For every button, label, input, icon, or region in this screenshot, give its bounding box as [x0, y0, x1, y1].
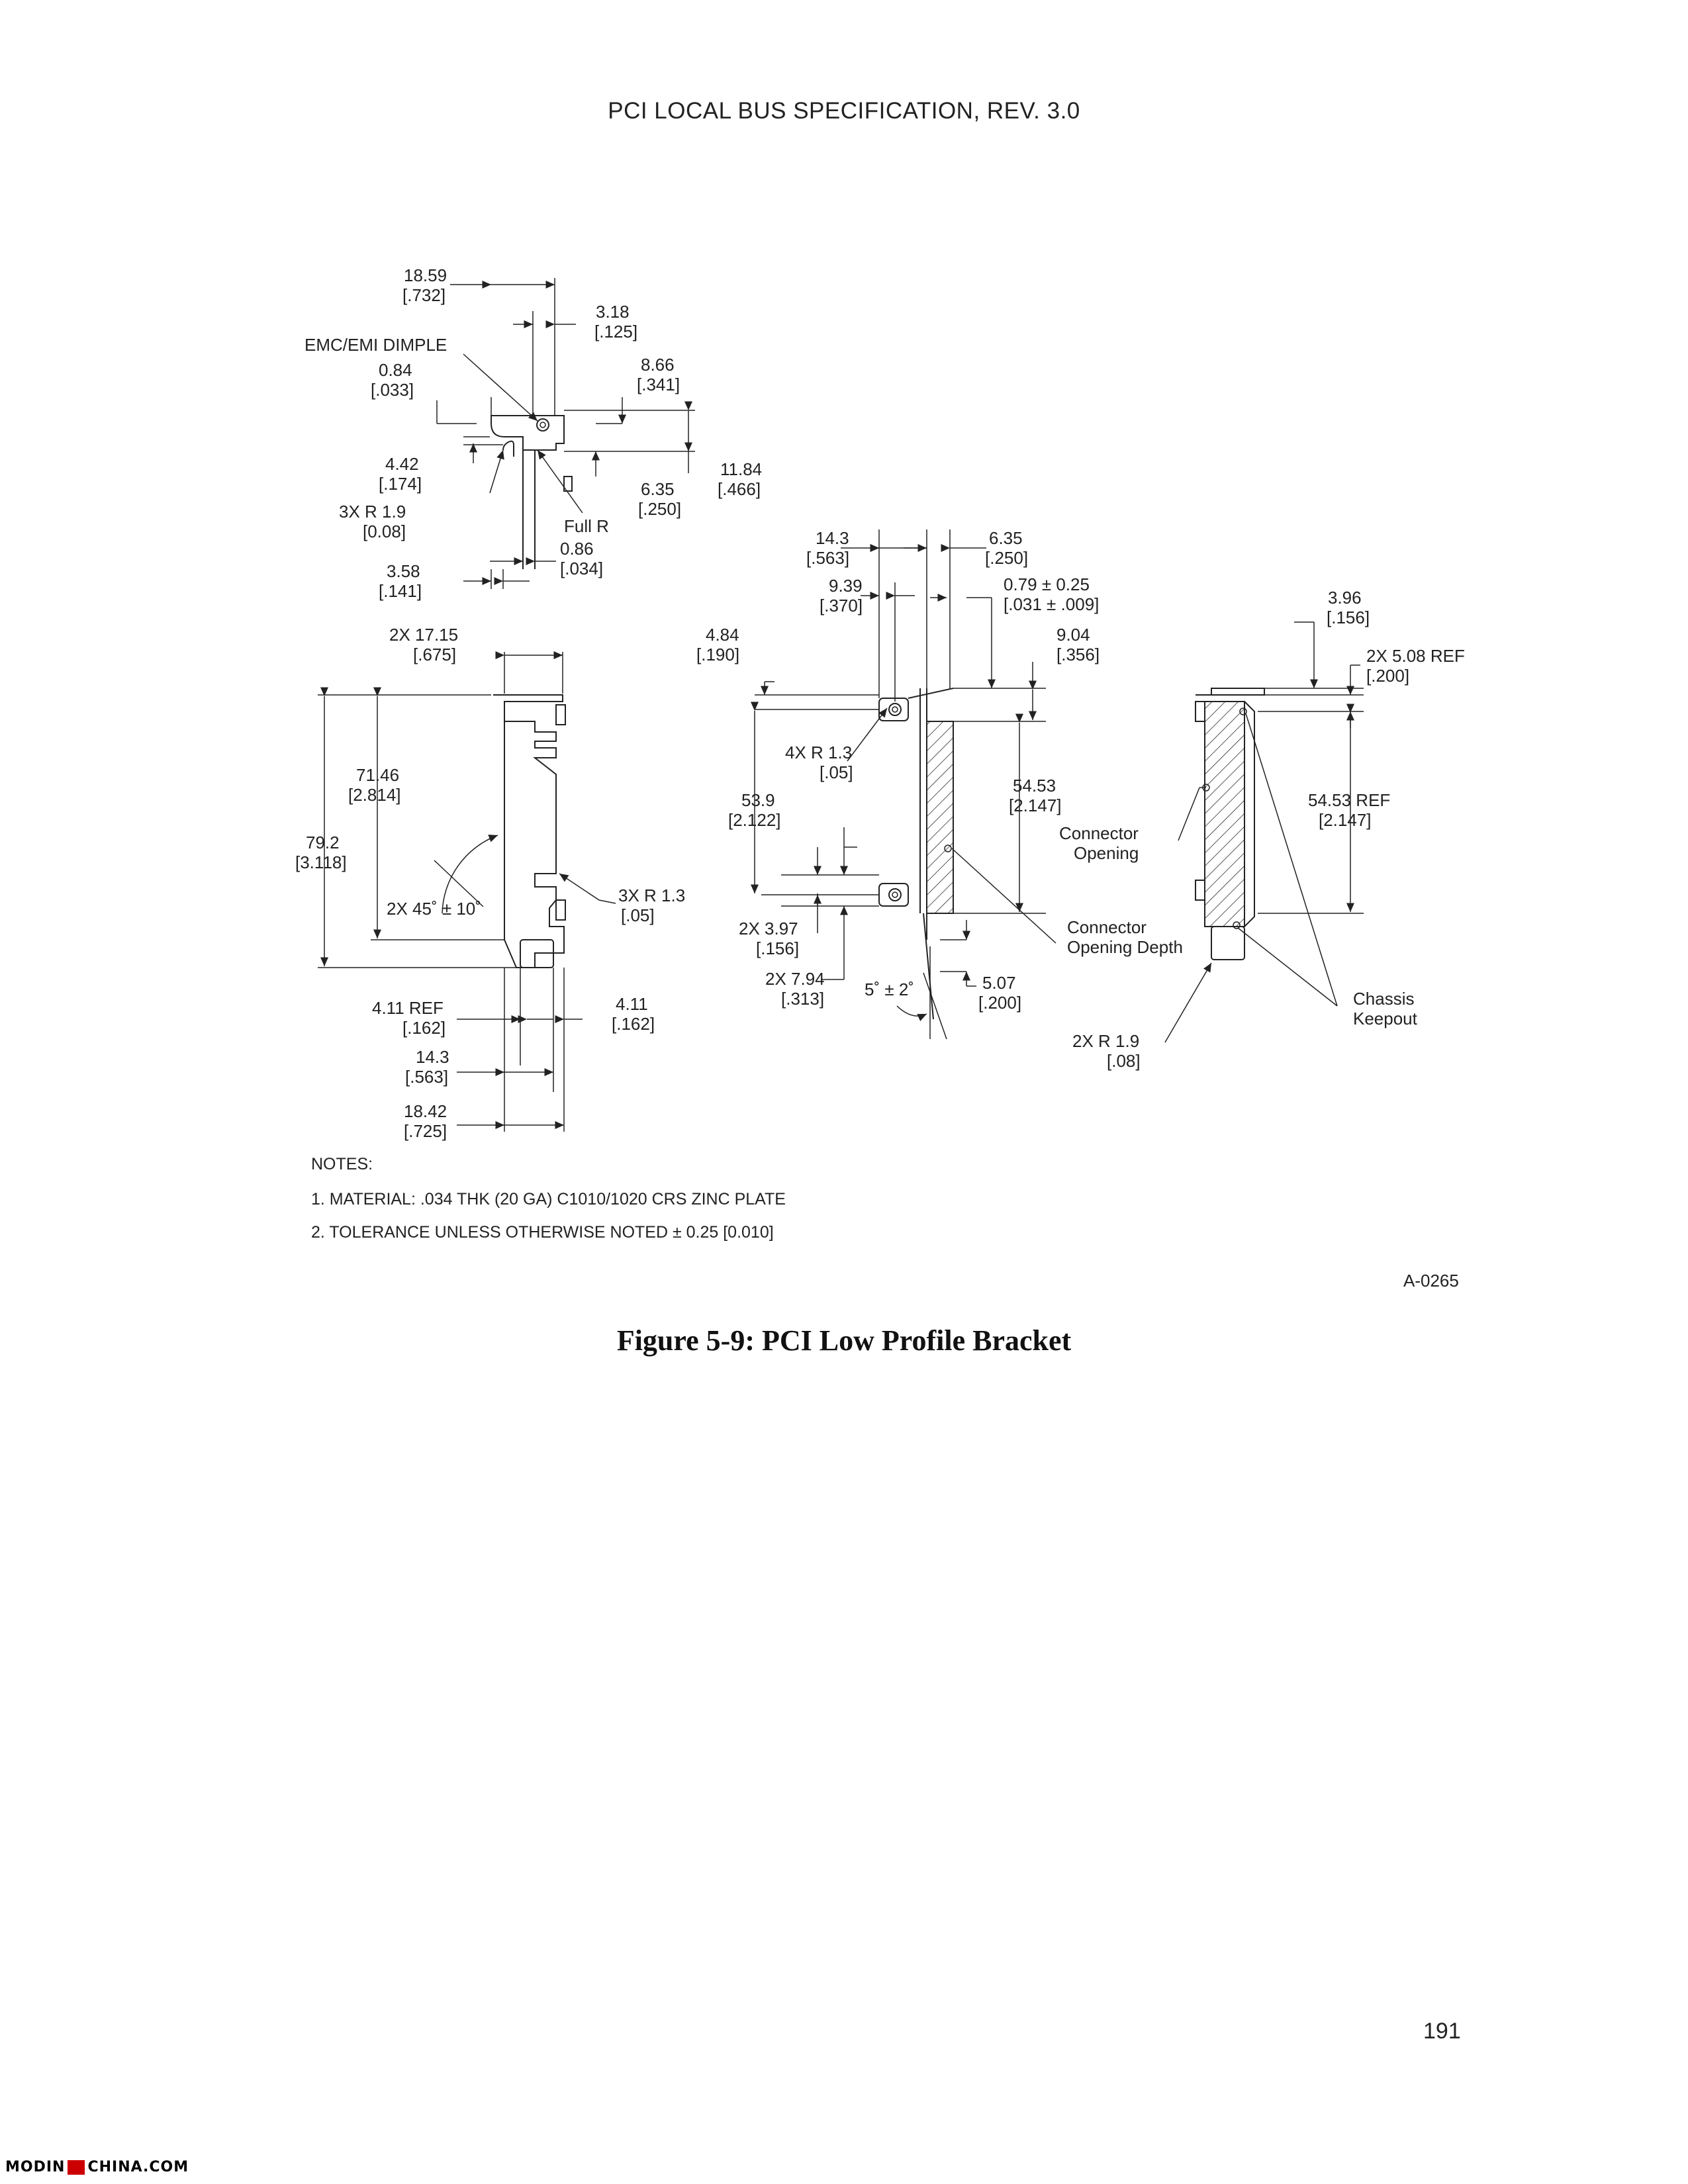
dim-2x-17-15: 2X 17.15 [389, 625, 458, 645]
dim-18-42-in: [.725] [404, 1121, 447, 1141]
dim-3-58-in: [.141] [379, 581, 422, 601]
notes-heading: NOTES: [311, 1155, 373, 1173]
dim-0-79: 0.79 ± 0.25 [1004, 574, 1090, 594]
note-1: 1. MATERIAL: .034 THK (20 GA) C1010/1020… [311, 1190, 786, 1208]
dim-3-96: 3.96 [1328, 588, 1362, 608]
dim-4-11: 4.11 [616, 994, 648, 1014]
dim-4-11-ref: 4.11 REF [372, 998, 444, 1018]
dim-54-53: 54.53 [1013, 776, 1056, 796]
dim-54-53-ref: 54.53 REF [1308, 790, 1390, 810]
dim-0-86: 0.86 [560, 539, 594, 559]
dim-2x-5-08-ref: 2X 5.08 REF [1366, 646, 1465, 666]
emc-emi-dimple-label: EMC/EMI DIMPLE [305, 335, 447, 355]
dim-5-07-in: [.200] [978, 993, 1021, 1013]
dim-54-53-ref-in: [2.147] [1319, 810, 1372, 830]
chassis-keepout-label-2: Keepout [1353, 1009, 1418, 1028]
dim-2x-3-97: 2X 3.97 [739, 919, 798, 938]
running-header: PCI LOCAL BUS SPECIFICATION, REV. 3.0 [608, 98, 1080, 124]
dim-5-07: 5.07 [982, 973, 1016, 993]
right-view: 3.96 [.156] 2X 5.08 REF [.200] 54.53 REF… [1072, 588, 1465, 1071]
dim-2x-5-08-ref-in: [.200] [1366, 666, 1409, 686]
dim-9-39: 9.39 [829, 576, 863, 596]
dim-3-18: 3.18 [596, 302, 630, 322]
figure-caption: Figure 5-9: PCI Low Profile Bracket [616, 1324, 1072, 1357]
radius-2x-1-9-in: [.08] [1107, 1051, 1141, 1071]
dim-4-11-ref-in: [.162] [402, 1018, 445, 1038]
dim-6-35-in: [.250] [985, 548, 1028, 568]
dim-18-42: 18.42 [404, 1101, 447, 1121]
radius-2x-1-9: 2X R 1.9 [1072, 1031, 1139, 1051]
dim-0-79-in: [.031 ± .009] [1004, 594, 1099, 614]
left-view: 2X 17.15 [.675] 71.46 [2.814] 79.2 [3.11… [295, 625, 685, 1141]
watermark-logo: MODIN CHINA.COM [5, 2159, 189, 2175]
connector-depth-label: Connector [1067, 917, 1147, 937]
dim-14-3: 14.3 [816, 528, 849, 548]
angle-2x-45: 2X 45˚ ± 10˚ [387, 899, 481, 919]
connector-opening-label: Connector [1059, 823, 1139, 843]
dim-2x-7-94-in: [.313] [781, 989, 824, 1009]
radius-4x-1-3: 4X R 1.3 [785, 743, 852, 762]
dim-6-35: 6.35 [641, 479, 675, 499]
dim-2x-17-15-in: [.675] [413, 645, 456, 664]
dim-4-42-in: [.174] [379, 474, 422, 494]
dim-4-11-in: [.162] [612, 1014, 655, 1034]
angle-5-deg: 5˚ ± 2˚ [865, 979, 914, 999]
watermark-left: MODIN [5, 2159, 66, 2175]
dim-9-39-in: [.370] [820, 596, 863, 615]
top-view: 18.59 [.732] 3.18 [.125] EMC/EMI DIMPLE … [305, 265, 762, 601]
radius-3x-1-3: 3X R 1.3 [618, 886, 685, 905]
dim-14-3-in: [.563] [405, 1067, 448, 1087]
dim-6-35-in: [.250] [638, 499, 681, 519]
dim-2x-7-94: 2X 7.94 [765, 969, 825, 989]
dim-0-84: 0.84 [379, 360, 412, 380]
dim-3-58: 3.58 [387, 561, 420, 581]
dim-4-42: 4.42 [385, 454, 419, 474]
figure-id: A-0265 [1403, 1271, 1459, 1291]
dim-71-46: 71.46 [356, 765, 399, 785]
dim-11-84: 11.84 [720, 459, 762, 479]
radius-3x-1-9: 3X R 1.9 [339, 502, 406, 522]
dim-0-86-in: [.034] [560, 559, 603, 578]
flag-icon [68, 2160, 85, 2175]
dim-14-3: 14.3 [416, 1047, 449, 1067]
chassis-keepout-label: Chassis [1353, 989, 1414, 1009]
note-2: 2. TOLERANCE UNLESS OTHERWISE NOTED ± 0.… [311, 1223, 774, 1242]
dim-79-2: 79.2 [306, 833, 340, 852]
dim-53-9-in: [2.122] [728, 810, 781, 830]
dim-4-84-in: [.190] [696, 645, 739, 664]
full-r-label: Full R [564, 516, 609, 536]
dim-8-66-in: [.341] [637, 375, 680, 394]
middle-view: 14.3 [.563] 6.35 [.250] 9.39 [.370] 0.79… [696, 528, 1206, 1040]
dim-3-96-in: [.156] [1327, 608, 1370, 627]
dim-18-59-in: [.732] [402, 285, 445, 305]
radius-3x-1-9-in: [0.08] [363, 522, 406, 541]
dim-2x-3-97-in: [.156] [756, 938, 799, 958]
dim-3-18-in: [.125] [594, 322, 637, 341]
dim-71-46-in: [2.814] [348, 785, 401, 805]
dim-14-3-in: [.563] [806, 548, 849, 568]
dim-6-35: 6.35 [989, 528, 1023, 548]
radius-3x-1-3-in: [.05] [621, 905, 655, 925]
watermark-right: CHINA.COM [87, 2159, 189, 2175]
radius-4x-1-3-in: [.05] [820, 762, 853, 782]
dim-9-04: 9.04 [1056, 625, 1090, 645]
connector-opening-label-2: Opening [1074, 843, 1139, 863]
dim-54-53-in: [2.147] [1009, 796, 1062, 815]
dim-53-9: 53.9 [741, 790, 775, 810]
dim-79-2-in: [3.118] [295, 852, 347, 872]
dim-8-66: 8.66 [641, 355, 675, 375]
dim-18-59: 18.59 [404, 265, 447, 285]
dim-9-04-in: [.356] [1056, 645, 1100, 664]
connector-depth-label-2: Opening Depth [1067, 937, 1183, 957]
page-number: 191 [1423, 2019, 1461, 2044]
dim-11-84-in: [.466] [718, 479, 761, 499]
dim-0-84-in: [.033] [371, 380, 414, 400]
dim-4-84: 4.84 [706, 625, 739, 645]
